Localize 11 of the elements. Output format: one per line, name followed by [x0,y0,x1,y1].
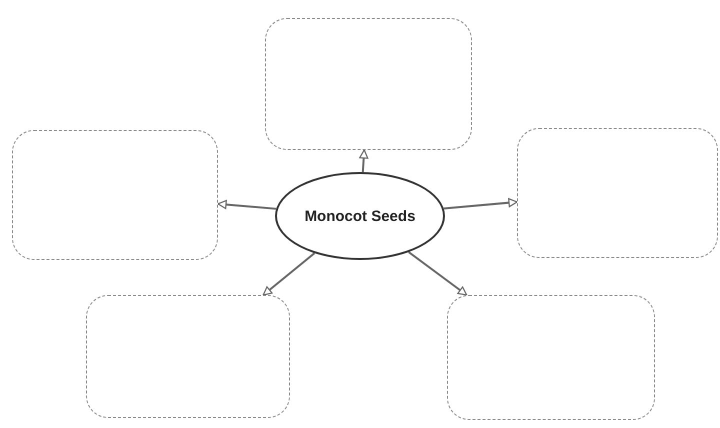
arrow [444,198,518,210]
empty-dashed-box [265,18,472,150]
empty-dashed-box [517,128,718,258]
arrow [359,149,368,172]
arrow [262,252,316,296]
arrow [217,200,276,210]
empty-dashed-box [12,130,218,260]
arrow [408,251,468,296]
empty-dashed-box [86,295,290,418]
topic-label: Monocot Seeds [304,208,416,224]
empty-dashed-box [447,295,655,420]
